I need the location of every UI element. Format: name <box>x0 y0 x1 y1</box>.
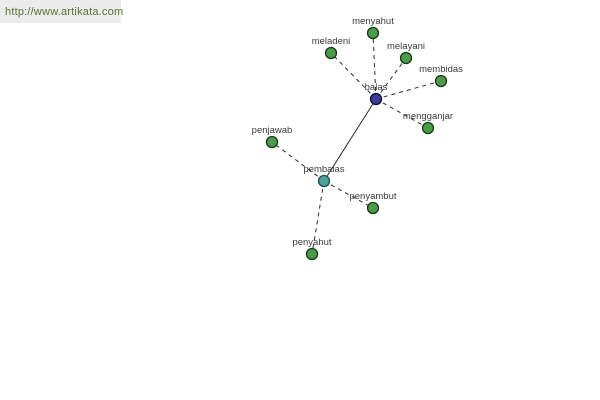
edge-balas-meladeni <box>330 52 377 100</box>
url-bar: http://www.artikata.com <box>0 0 124 23</box>
edge-pembalas-penjawab <box>271 141 325 182</box>
node-pembalas[interactable] <box>317 174 331 188</box>
edge-balas-melayani <box>375 57 407 100</box>
node-label-mengganjar[interactable]: mengganjar <box>403 111 453 122</box>
edge-pembalas-penyambut <box>323 180 374 209</box>
node-balas[interactable] <box>369 92 383 106</box>
edge-balas-mengganjar <box>375 98 429 129</box>
node-label-penjawab[interactable]: penjawab <box>252 125 293 136</box>
node-label-pembalas[interactable]: pembalas <box>303 164 344 175</box>
node-melayani[interactable] <box>399 51 413 65</box>
node-label-meladeni[interactable]: meladeni <box>312 36 351 47</box>
edge-balas-pembalas <box>323 98 377 182</box>
node-penyahut[interactable] <box>305 247 319 261</box>
node-label-menyahut[interactable]: menyahut <box>352 16 394 27</box>
node-penyambut[interactable] <box>366 201 380 215</box>
url-text: http://www.artikata.com <box>5 5 124 18</box>
node-menyahut[interactable] <box>366 26 380 40</box>
node-label-balas[interactable]: balas <box>365 82 388 93</box>
node-label-melayani[interactable]: melayani <box>387 41 425 52</box>
edge-balas-membidas <box>375 80 442 100</box>
node-label-membidas[interactable]: membidas <box>419 64 463 75</box>
node-mengganjar[interactable] <box>421 121 435 135</box>
node-meladeni[interactable] <box>324 46 338 60</box>
node-membidas[interactable] <box>434 74 448 88</box>
node-label-penyambut[interactable]: penyambut <box>349 191 396 202</box>
node-label-penyahut[interactable]: penyahut <box>292 237 331 248</box>
node-penjawab[interactable] <box>265 135 279 149</box>
edge-balas-menyahut <box>372 32 377 100</box>
